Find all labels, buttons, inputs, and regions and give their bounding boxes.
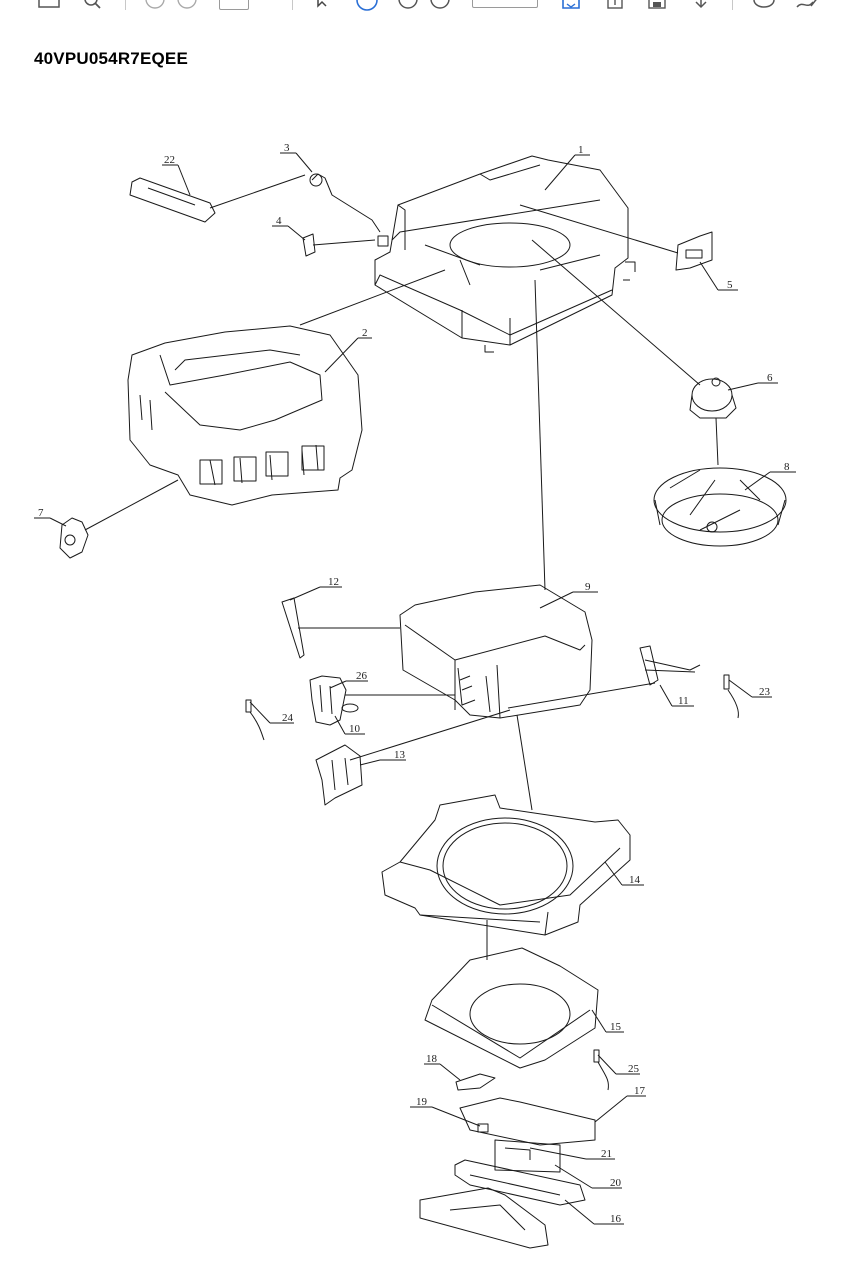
svg-text:15: 15 [610,1021,622,1033]
callout-22: 22 [162,154,191,196]
svg-text:11: 11 [678,695,689,707]
exploded-parts-diagram: 1 2 3 4 5 6 7 8 9 10 11 12 [34,142,796,1249]
callout-6: 6 [727,372,778,391]
callout-15: 15 [591,1009,624,1033]
svg-text:20: 20 [610,1177,622,1189]
part-20-part [454,1139,586,1206]
page-number-input[interactable] [219,0,249,10]
callout-17: 17 [594,1085,646,1123]
toolbar [0,0,841,12]
zoom-out-icon[interactable] [397,0,419,10]
callout-12: 12 [289,576,342,601]
svg-text:21: 21 [601,1148,612,1160]
part-23-sensor [723,674,739,719]
search-icon[interactable] [82,0,104,10]
previous-page-icon[interactable] [144,0,166,10]
callout-7: 7 [34,507,67,527]
mail-icon[interactable] [38,0,60,10]
svg-text:10: 10 [349,723,361,735]
svg-text:16: 16 [610,1213,622,1225]
toolbar-separator [732,0,733,10]
part-3-pipe [309,173,381,233]
hand-tool-icon[interactable] [355,0,379,12]
svg-text:5: 5 [727,279,733,291]
svg-text:22: 22 [164,154,175,166]
svg-text:19: 19 [416,1096,428,1108]
svg-text:6: 6 [767,372,773,384]
part-15-panel [424,947,599,1069]
part-26-valve-assembly [309,675,455,726]
callout-16: 16 [564,1199,624,1225]
callout-19: 19 [410,1096,481,1127]
callout-18: 18 [424,1053,461,1081]
next-page-icon[interactable] [176,0,198,10]
part-7-valve [59,479,179,559]
fit-page-icon[interactable] [560,0,582,12]
callout-9: 9 [539,581,598,609]
part-25-sensor [593,1049,609,1091]
svg-text:8: 8 [784,461,790,473]
callout-21: 21 [529,1147,615,1160]
toolbar-separator [292,0,293,10]
sign-icon[interactable] [795,0,821,12]
svg-text:1: 1 [578,144,584,156]
svg-text:26: 26 [356,670,368,682]
part-1-housing [374,155,636,353]
callout-14: 14 [604,861,644,886]
part-14-panel-frame [381,794,631,936]
svg-text:25: 25 [628,1063,640,1075]
select-pointer-icon[interactable] [312,0,334,10]
part-2-frame [127,325,363,506]
part-9-drain-pan [399,584,593,719]
zoom-in-icon[interactable] [429,0,451,10]
callout-11: 11 [659,684,694,707]
part-24-sensor [245,699,265,741]
svg-text:2: 2 [362,327,368,339]
callout-5: 5 [699,261,738,291]
callout-1: 1 [544,144,590,191]
svg-text:7: 7 [38,507,44,519]
callout-10: 10 [334,715,365,735]
svg-text:3: 3 [284,142,290,154]
part-19-part [477,1123,489,1133]
part-8-fan [653,467,787,547]
comment-icon[interactable] [752,0,776,12]
part-13-bracket [315,709,511,806]
callout-4: 4 [272,215,306,241]
part-6-motor [531,239,737,466]
callout-20: 20 [554,1164,622,1189]
callout-23: 23 [728,679,772,698]
document-title: 40VPU054R7EQEE [34,49,188,68]
part-18-part [455,1073,496,1091]
callout-25: 25 [597,1054,640,1075]
callout-13: 13 [359,749,406,766]
toolbar-separator [125,0,126,10]
svg-text:9: 9 [585,581,591,593]
svg-text:18: 18 [426,1053,438,1065]
save-icon[interactable] [646,0,668,12]
part-17-part [459,1097,596,1146]
callout-26: 26 [329,670,368,689]
callout-2: 2 [324,327,372,373]
part-12-rod [281,597,400,659]
svg-text:17: 17 [634,1085,646,1097]
svg-text:24: 24 [282,712,294,724]
zoom-level-input[interactable] [472,0,538,8]
callout-8: 8 [744,461,796,491]
svg-text:13: 13 [394,749,406,761]
download-icon[interactable] [690,0,712,12]
callout-24: 24 [249,701,294,724]
part-16-part [419,1187,549,1249]
part-4-bracket [302,233,376,257]
svg-text:4: 4 [276,215,282,227]
svg-text:14: 14 [629,874,641,886]
callout-3: 3 [280,142,313,173]
part-5-bracket [519,204,713,271]
rotate-icon[interactable] [604,0,626,12]
part-22-cylinder [129,174,306,223]
part-11-tube [507,645,701,709]
svg-text:23: 23 [759,686,771,698]
svg-text:12: 12 [328,576,339,588]
